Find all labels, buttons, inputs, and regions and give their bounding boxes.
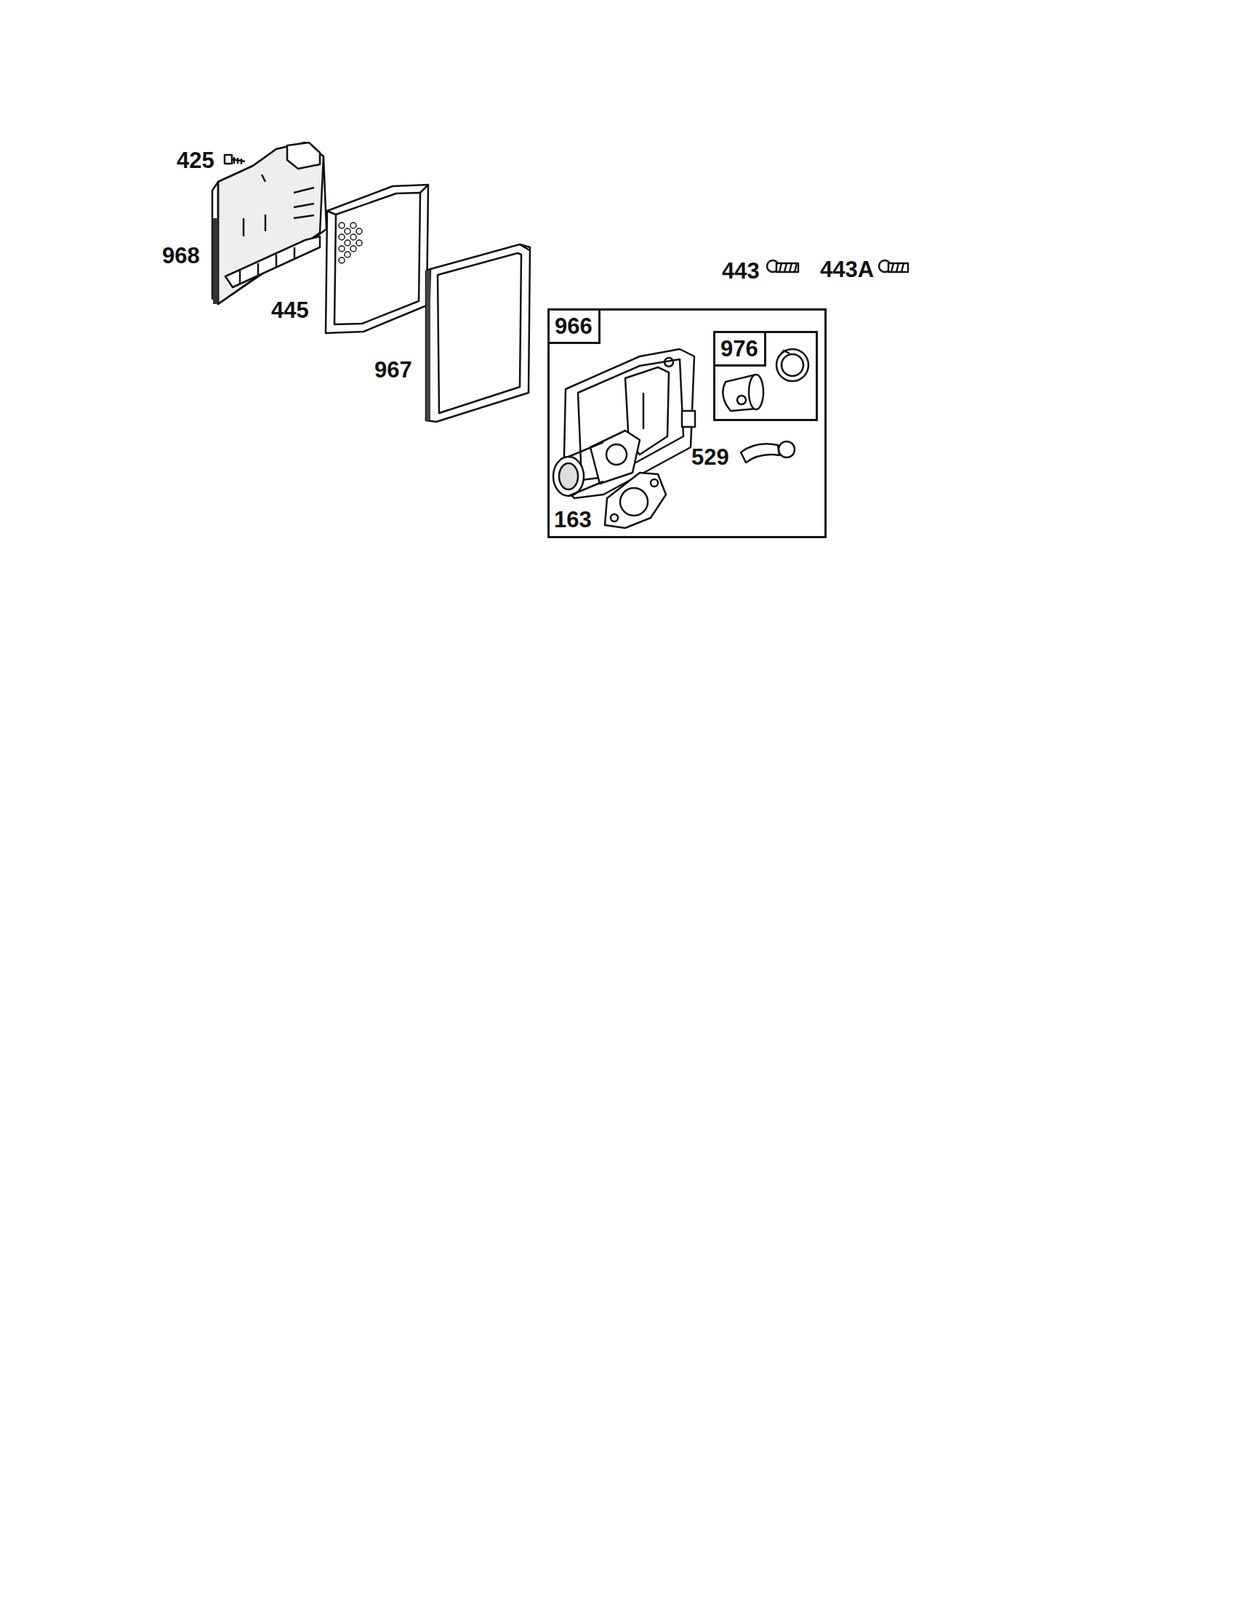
callout-box: 966 976 xyxy=(547,308,827,538)
breather-tube xyxy=(722,374,764,411)
foam-precleaner xyxy=(426,244,530,422)
callout-number: 443A xyxy=(820,258,874,281)
callout-box: 976 xyxy=(713,330,818,421)
hose-clamp xyxy=(776,348,809,381)
screw-443a xyxy=(878,260,909,272)
callout-number: 967 xyxy=(374,358,413,381)
air-cleaner-base xyxy=(553,348,696,498)
gasket xyxy=(604,472,666,528)
screw-425 xyxy=(224,154,246,165)
screw-443 xyxy=(766,260,799,272)
callout-number: 425 xyxy=(176,149,215,172)
callout-number: 976 xyxy=(715,332,767,367)
callout-number: 163 xyxy=(553,508,592,531)
elbow-fitting xyxy=(740,441,795,463)
callout-number: 968 xyxy=(162,244,200,267)
callout-number: 966 xyxy=(549,310,601,344)
callout-number: 529 xyxy=(691,445,730,469)
callout-number: 445 xyxy=(271,298,309,322)
air-cleaner-cover xyxy=(212,142,327,304)
pleated-filter xyxy=(325,184,429,333)
callout-number: 443 xyxy=(721,259,760,283)
